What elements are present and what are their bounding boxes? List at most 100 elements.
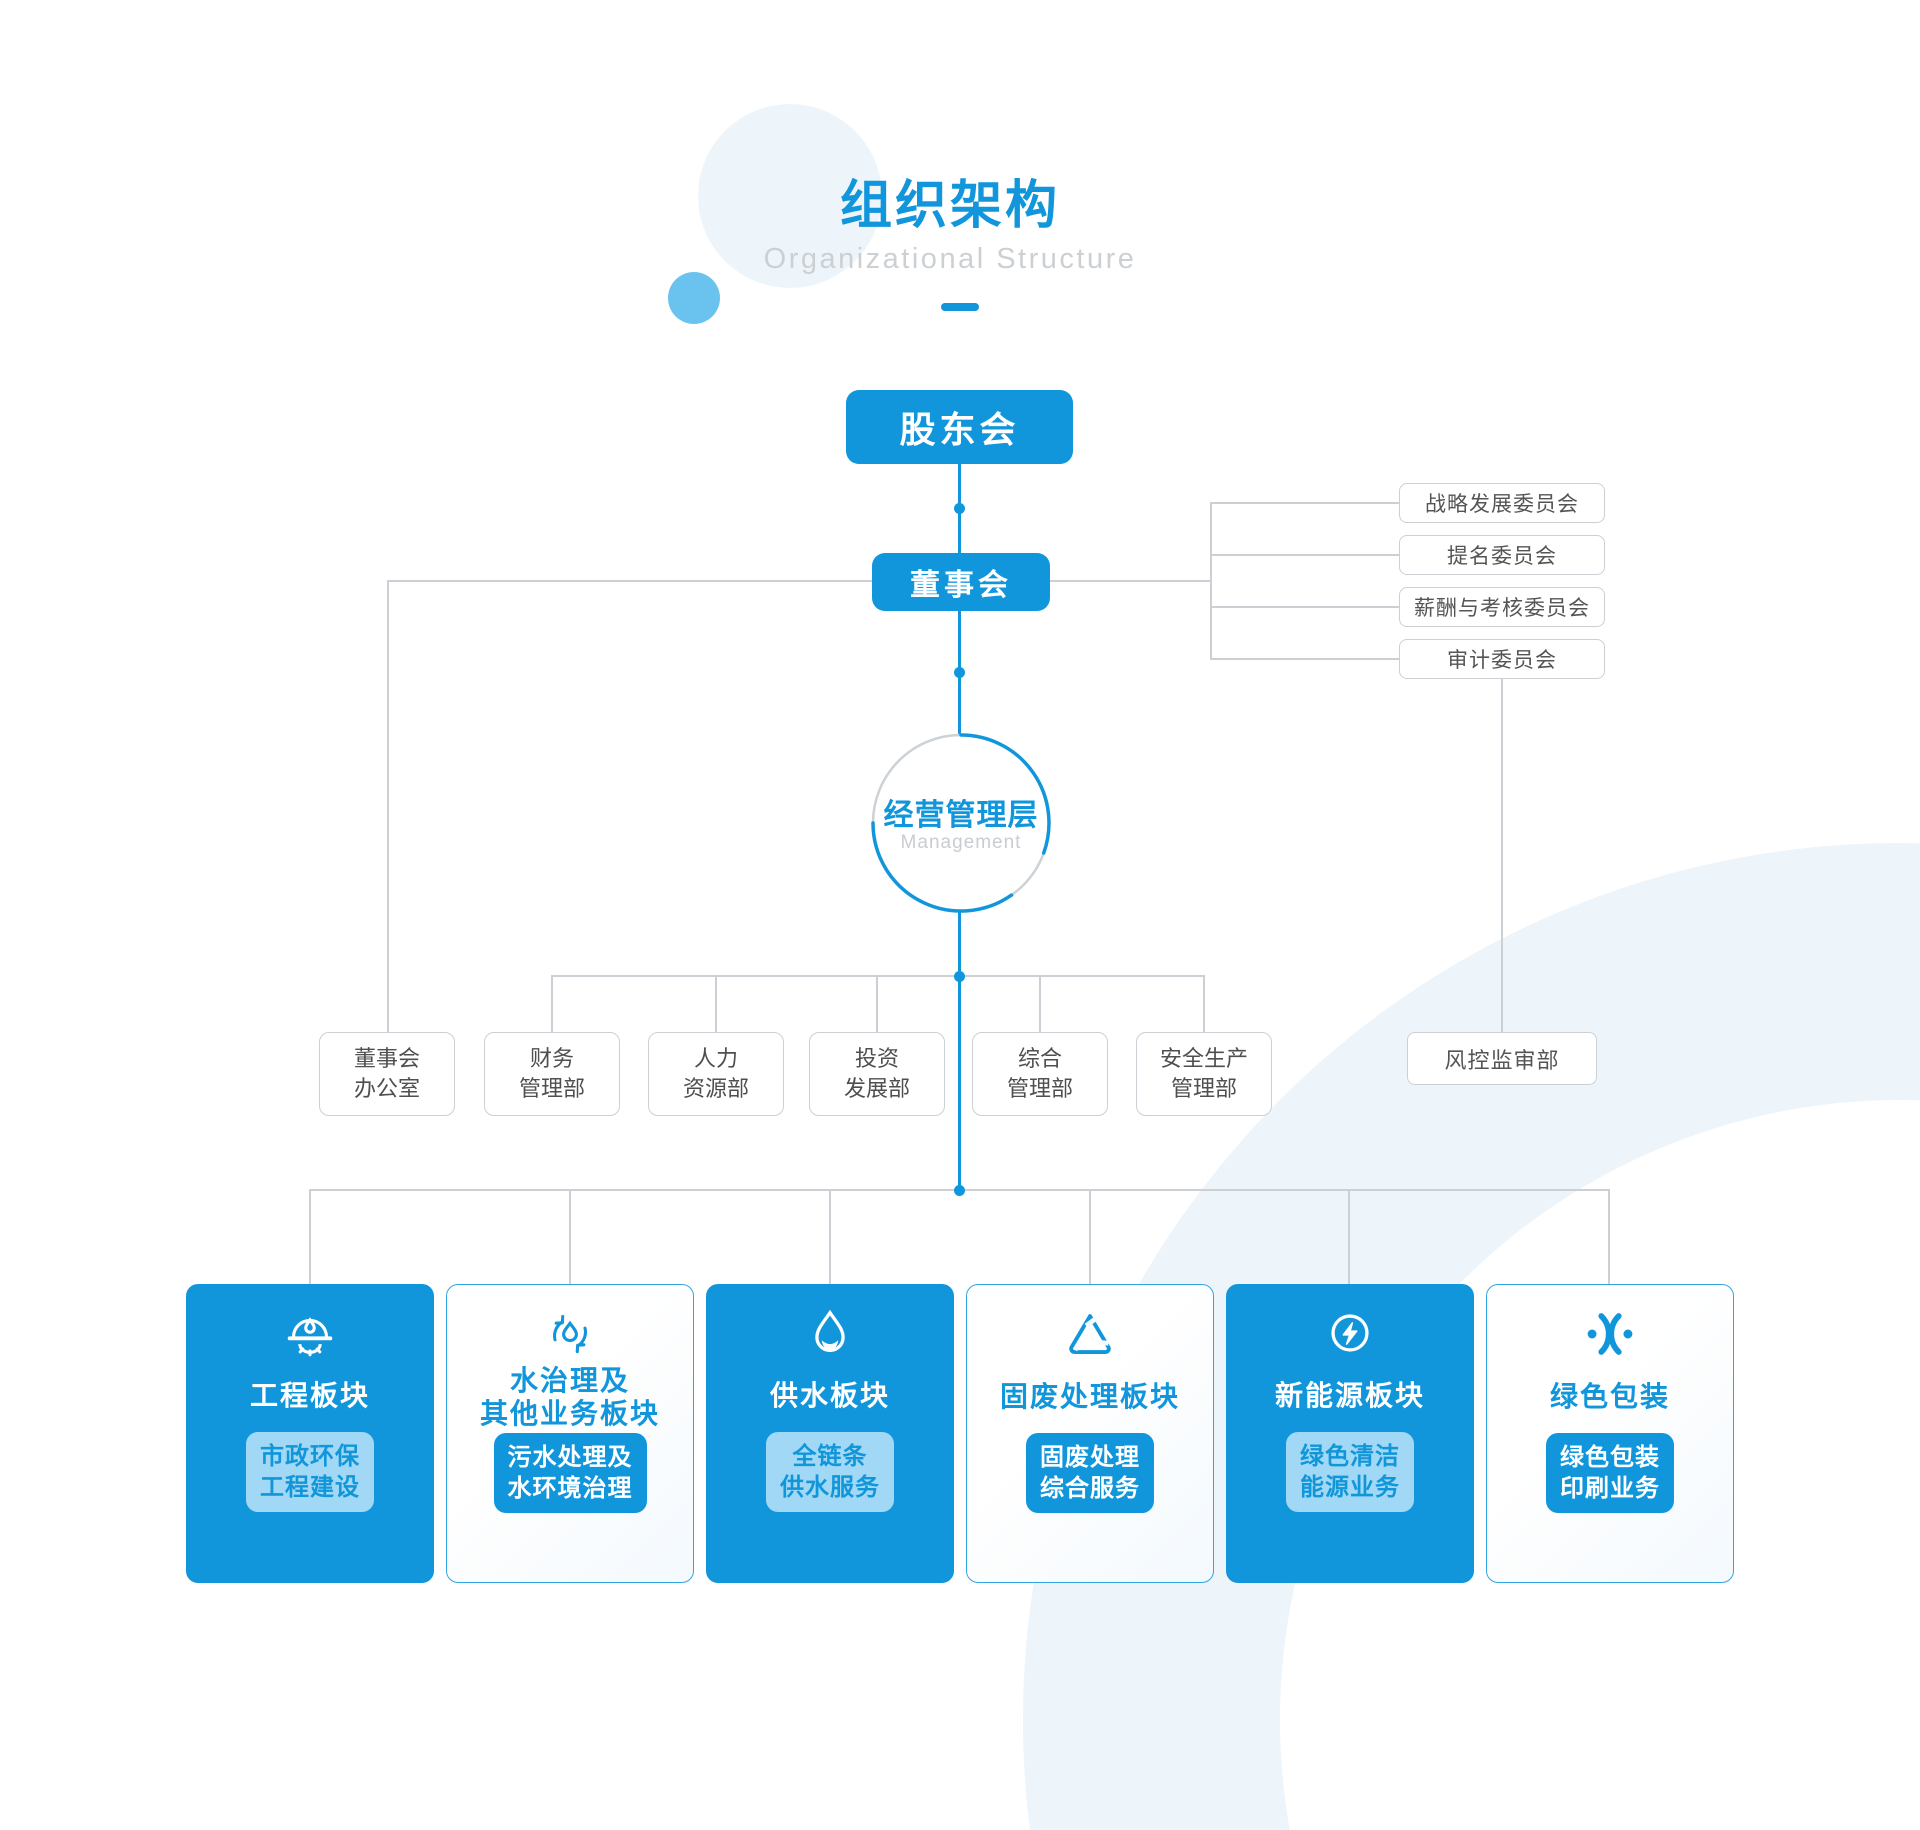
dept-label-line: 安全生产 xyxy=(1159,1046,1248,1072)
connector-joint-dot xyxy=(954,503,965,514)
card-water-supply: 供水板块 全链条 供水服务 xyxy=(706,1284,954,1583)
card-stub xyxy=(1348,1189,1350,1284)
node-committee-compensation: 薪酬与考核委员会 xyxy=(1399,587,1605,627)
card-water-treatment: 水治理及 其他业务板块 污水处理及 水环境治理 xyxy=(446,1284,694,1583)
card-tag-line: 能源业务 xyxy=(1300,1474,1400,1502)
node-committee-strategy: 战略发展委员会 xyxy=(1399,483,1605,523)
node-dept-safety: 安全生产 管理部 xyxy=(1136,1032,1272,1116)
node-dept-general: 综合 管理部 xyxy=(972,1032,1108,1116)
node-dept-hr: 人力 资源部 xyxy=(648,1032,784,1116)
card-stub xyxy=(829,1189,831,1284)
title-underline-dash xyxy=(941,303,979,311)
connector-board-office-h xyxy=(387,580,872,582)
node-dept-board-office: 董事会 办公室 xyxy=(319,1032,455,1116)
card-stub xyxy=(569,1189,571,1284)
card-title-line: 供水板块 xyxy=(769,1380,890,1412)
card-title-line: 绿色包装 xyxy=(1549,1381,1670,1413)
management-label-en: Management xyxy=(900,832,1022,853)
card-tag: 固废处理 综合服务 xyxy=(1026,1433,1154,1514)
dept-label-line: 管理部 xyxy=(1170,1076,1237,1101)
card-title: 水治理及 其他业务板块 xyxy=(447,1363,693,1431)
card-stub xyxy=(1608,1189,1610,1284)
department-stub xyxy=(1203,975,1205,1033)
dept-label-line: 管理部 xyxy=(1006,1076,1073,1101)
card-engineering: 工程板块 市政环保 工程建设 xyxy=(186,1284,434,1583)
card-green-packaging: 绿色包装 绿色包装 印刷业务 xyxy=(1486,1284,1734,1583)
card-tag-line: 工程建设 xyxy=(260,1474,360,1502)
card-tag: 绿色清洁 能源业务 xyxy=(1286,1432,1414,1513)
card-tag: 污水处理及 水环境治理 xyxy=(493,1433,647,1514)
management-label-zh: 经营管理层 xyxy=(883,799,1039,832)
department-bus xyxy=(552,975,1205,977)
title-background-circle xyxy=(698,104,882,288)
node-committee-audit: 审计委员会 xyxy=(1399,639,1605,679)
card-title-line: 固废处理板块 xyxy=(999,1381,1180,1413)
page-header: 组织架构 Organizational Structure xyxy=(600,177,1300,276)
card-title: 工程板块 xyxy=(186,1362,434,1430)
connector-audit-risk xyxy=(1501,679,1503,1033)
card-title: 固废处理板块 xyxy=(967,1363,1213,1431)
department-stub xyxy=(715,975,717,1033)
card-title: 新能源板块 xyxy=(1226,1362,1474,1430)
card-stub xyxy=(1089,1189,1091,1284)
card-tag-line: 污水处理及 xyxy=(507,1444,633,1471)
node-dept-finance: 财务 管理部 xyxy=(484,1032,620,1116)
page-title: 组织架构 xyxy=(839,177,1060,235)
card-new-energy: 新能源板块 绿色清洁 能源业务 xyxy=(1226,1284,1474,1583)
connector-joint-dot xyxy=(954,1185,965,1196)
dept-label-line: 综合 xyxy=(1017,1046,1062,1072)
card-tag-line: 固废处理 xyxy=(1040,1444,1140,1471)
card-tag-line: 供水服务 xyxy=(780,1474,880,1502)
card-title-line: 新能源板块 xyxy=(1274,1380,1425,1412)
committee-spine xyxy=(1210,502,1212,660)
node-dept-investment: 投资 发展部 xyxy=(809,1032,945,1116)
dept-label-line: 管理部 xyxy=(518,1076,585,1101)
node-shareholders: 股东会 xyxy=(846,390,1073,464)
card-title-line: 水治理及 xyxy=(509,1364,630,1396)
dept-label-line: 财务 xyxy=(529,1046,574,1072)
card-tag: 全链条 供水服务 xyxy=(766,1432,894,1513)
connector-joint-dot xyxy=(954,971,965,982)
card-title: 绿色包装 xyxy=(1487,1363,1733,1431)
connector-joint-dot xyxy=(954,667,965,678)
dept-label-line: 投资 xyxy=(854,1046,899,1072)
card-tag: 市政环保 工程建设 xyxy=(246,1432,374,1513)
department-stub xyxy=(876,975,878,1033)
card-tag-line: 水环境治理 xyxy=(507,1475,633,1503)
management-circle-graphic xyxy=(871,733,1051,913)
dept-label-line: 董事会 xyxy=(353,1046,420,1072)
node-dept-risk-audit: 风控监审部 xyxy=(1407,1032,1597,1085)
card-tag-line: 绿色包装 xyxy=(1560,1444,1660,1471)
committee-stub-3 xyxy=(1210,606,1399,608)
card-tag-line: 市政环保 xyxy=(260,1443,360,1470)
dept-label-line: 人力 xyxy=(693,1046,738,1072)
page-subtitle: Organizational Structure xyxy=(763,243,1137,276)
card-solid-waste: 固废处理板块 固废处理 综合服务 xyxy=(966,1284,1214,1583)
card-title-line: 其他业务板块 xyxy=(479,1398,660,1429)
dept-label-line: 发展部 xyxy=(843,1076,910,1101)
helmet-icon xyxy=(186,1304,434,1362)
card-tag-line: 印刷业务 xyxy=(1560,1475,1660,1503)
lightning-icon xyxy=(1226,1304,1474,1362)
water-drop-icon xyxy=(706,1304,954,1362)
dept-label-line: 办公室 xyxy=(353,1076,420,1101)
recycle-triangle-icon xyxy=(967,1305,1213,1363)
connector-board-committees-h xyxy=(1050,580,1212,582)
connector-board-office-v xyxy=(387,580,389,1033)
card-tag-line: 绿色清洁 xyxy=(1300,1443,1400,1470)
node-management: 经营管理层 Management xyxy=(866,728,1056,918)
water-recycle-icon xyxy=(447,1305,693,1363)
card-title: 供水板块 xyxy=(706,1362,954,1430)
dept-label-line: 资源部 xyxy=(682,1076,749,1101)
card-stub xyxy=(309,1189,311,1284)
card-tag-line: 综合服务 xyxy=(1040,1475,1140,1503)
card-tag-line: 全链条 xyxy=(792,1443,868,1470)
committee-stub-1 xyxy=(1210,502,1399,504)
card-title-line: 工程板块 xyxy=(249,1380,370,1412)
committee-stub-4 xyxy=(1210,658,1399,660)
department-stub xyxy=(551,975,553,1033)
committee-stub-2 xyxy=(1210,554,1399,556)
title-accent-circle xyxy=(668,272,720,324)
packaging-icon xyxy=(1487,1305,1733,1363)
